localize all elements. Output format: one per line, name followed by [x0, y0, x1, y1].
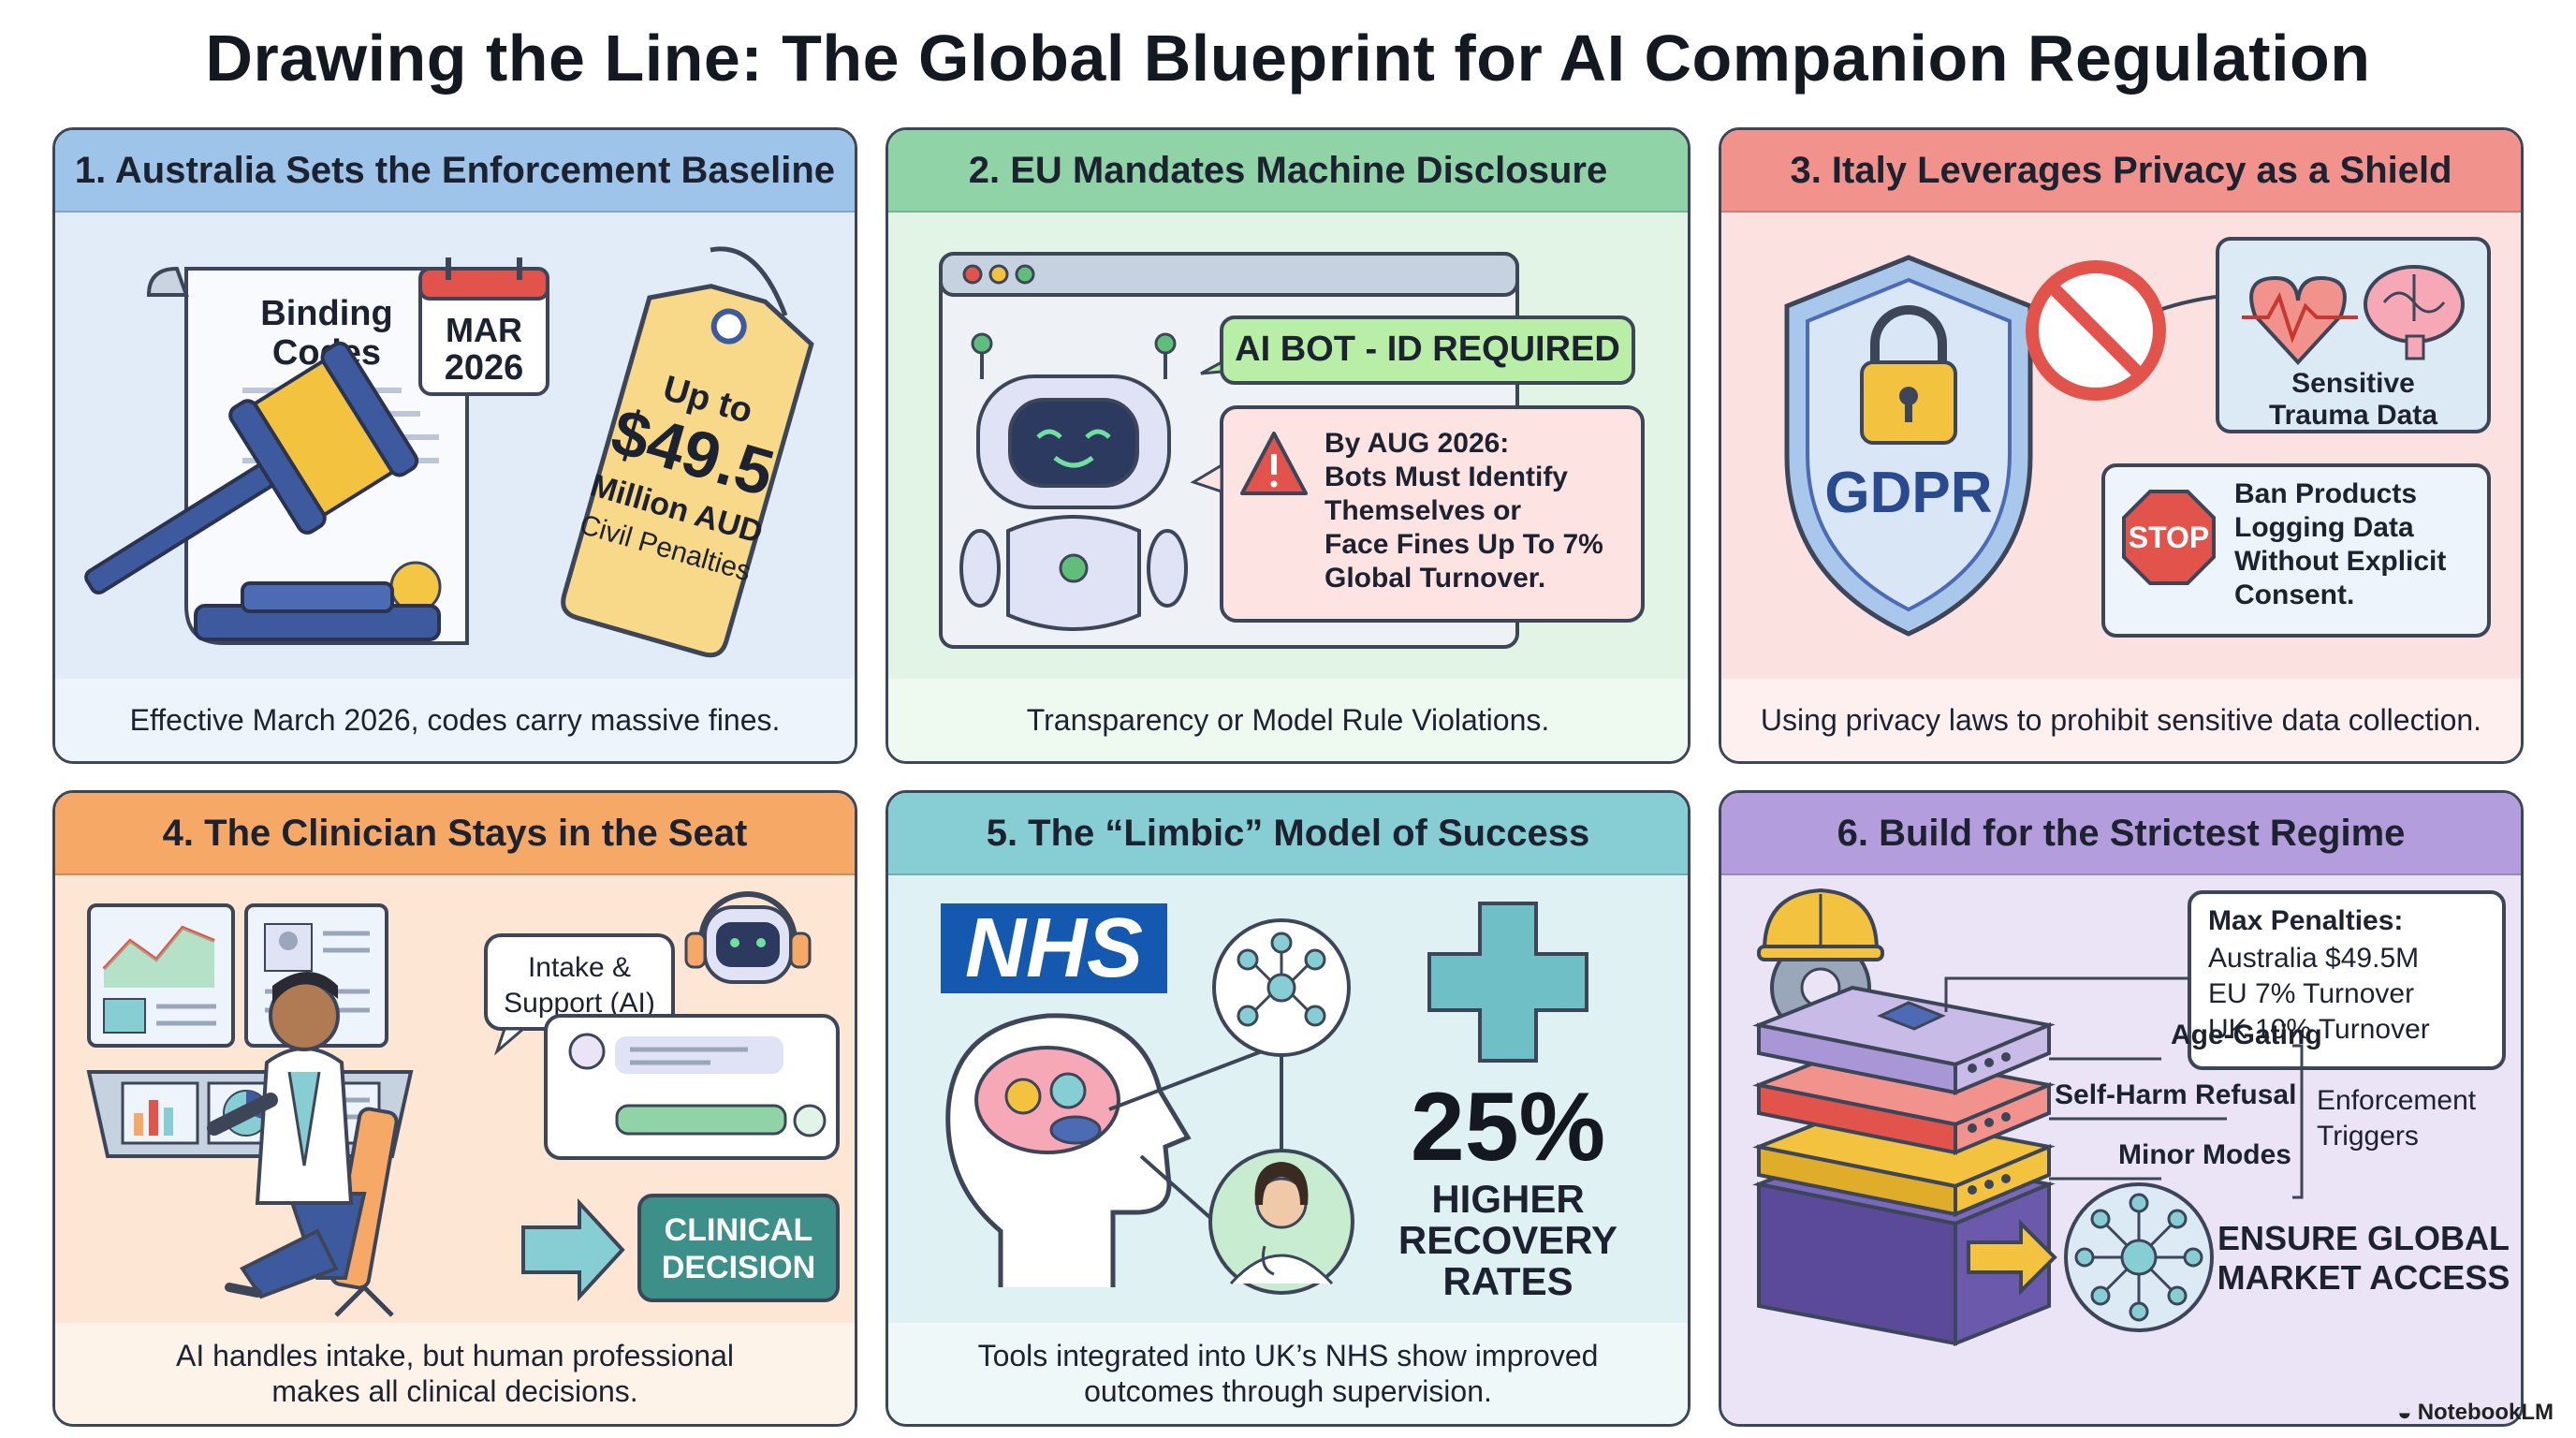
calendar-year: 2026	[445, 348, 524, 388]
panel-australia: 1. Australia Sets the Enforcement Baseli…	[52, 127, 857, 764]
badge-text: AI BOT - ID REQUIRED	[1235, 330, 1620, 369]
nhs-logo-text: NHS	[965, 902, 1143, 995]
doc-label-binding: Binding	[260, 294, 392, 333]
panel-italy: 3. Italy Leverages Privacy as a Shield G…	[1719, 127, 2524, 764]
panel-header: 1. Australia Sets the Enforcement Baseli…	[55, 130, 855, 213]
network-icon	[1212, 918, 1351, 1057]
price-tag-icon: Up to $49.5 Million AUD Civil Penalties	[561, 246, 814, 658]
ban-line-2: Logging Data	[2234, 512, 2414, 543]
intake-bubble: Intake & Support (AI)	[484, 933, 675, 1056]
panel-clinician: 4. The Clinician Stays in the Seat	[52, 790, 857, 1427]
ban-line-3: Without Explicit	[2234, 546, 2446, 577]
brain-icon	[2364, 265, 2465, 360]
stop-sign-icon: STOP	[2122, 490, 2216, 585]
panel-illustration: Max Penalties: Australia $49.5M EU 7% Tu…	[1721, 875, 2521, 1424]
head-brain-icon	[945, 1013, 1192, 1287]
penalty-uk: UK 10% Turnover	[2208, 1014, 2430, 1045]
id-required-badge: AI BOT - ID REQUIRED	[1200, 315, 1635, 385]
panel-illustration: Intake & Support (AI)	[55, 875, 855, 1325]
decision-line-1: CLINICAL	[665, 1212, 813, 1248]
panel-header: 6. Build for the Strictest Regime	[1721, 793, 2521, 875]
stat-value: 25%	[1411, 1073, 1605, 1181]
global-network-icon	[2064, 1182, 2214, 1332]
clinical-decision-box: CLINICAL DECISION	[637, 1194, 840, 1302]
panel-illustration: Binding Codes MAR 2026	[55, 213, 855, 681]
panel-limbic: 5. The “Limbic” Model of Success NHS	[886, 790, 1690, 1427]
medical-cross-icon	[1427, 902, 1588, 1063]
calendar-month: MAR	[446, 311, 522, 349]
panel-caption: Using privacy laws to prohibit sensitive…	[1721, 679, 2521, 761]
panel-strictest-regime: 6. Build for the Strictest Regime	[1719, 790, 2524, 1427]
panel-header: 4. The Clinician Stays in the Seat	[55, 793, 855, 875]
penalty-australia: Australia $49.5M	[2208, 943, 2419, 974]
caption-line-1: AI handles intake, but human professiona…	[176, 1338, 734, 1372]
prohibited-icon	[2026, 260, 2217, 401]
chat-window-icon	[544, 1014, 840, 1160]
penalty-eu: EU 7% Turnover	[2208, 978, 2414, 1009]
bubble-line-1: Intake &	[528, 952, 631, 983]
panel-header: 2. EU Mandates Machine Disclosure	[888, 130, 1688, 213]
arrow-right-icon	[1967, 1219, 2057, 1296]
gavel-icon	[84, 341, 441, 641]
panel-header: 3. Italy Leverages Privacy as a Shield	[1721, 130, 2521, 213]
data-line-2: Trauma Data	[2269, 400, 2437, 431]
arrow-right-icon	[521, 1197, 625, 1302]
panel-header: 5. The “Limbic” Model of Success	[888, 793, 1688, 875]
panel-eu: 2. EU Mandates Machine Disclosure	[886, 127, 1690, 764]
warning-line-5: Global Turnover.	[1325, 563, 1545, 594]
layer-self-harm: Self-Harm Refusal	[2055, 1079, 2296, 1110]
panel-illustration: AI BOT - ID REQUIRED By AUG 2026: Bots M…	[888, 213, 1688, 681]
caption-line-2: outcomes through supervision.	[1084, 1374, 1492, 1408]
shield-icon: GDPR	[1784, 255, 2033, 637]
notebooklm-logo-icon: ◒	[2396, 1398, 2412, 1426]
warning-line-1: By AUG 2026:	[1325, 428, 1509, 459]
layer-minor-modes: Minor Modes	[2118, 1139, 2291, 1170]
panel-caption: Tools integrated into UK’s NHS show impr…	[888, 1323, 1688, 1424]
stop-label: STOP	[2129, 521, 2210, 554]
robot-icon	[959, 332, 1188, 631]
trigger-line-2: Triggers	[2317, 1121, 2419, 1152]
lock-icon	[1860, 305, 1957, 445]
warning-line-4: Face Fines Up To 7%	[1325, 529, 1603, 560]
ban-line-1: Ban Products	[2234, 478, 2417, 509]
panel-caption: Transparency or Model Rule Violations.	[888, 679, 1688, 761]
warning-line-2: Bots Must Identify	[1325, 462, 1568, 492]
shield-label: GDPR	[1824, 461, 1992, 525]
data-line-1: Sensitive	[2291, 368, 2415, 399]
ban-line-4: Consent.	[2234, 580, 2354, 610]
stat-line-3: RATES	[1442, 1259, 1573, 1303]
access-line-2: MARKET ACCESS	[2217, 1258, 2510, 1297]
warning-line-3: Themselves or	[1325, 495, 1521, 526]
decision-line-2: DECISION	[662, 1250, 815, 1285]
panel-illustration: GDPR Sensitive Trauma Data	[1721, 213, 2521, 681]
notebooklm-watermark: ◒ NotebookLM	[2397, 1398, 2554, 1427]
bubble-line-2: Support (AI)	[504, 988, 655, 1019]
page-title: Drawing the Line: The Global Blueprint f…	[205, 22, 2371, 95]
panel-caption: AI handles intake, but human professiona…	[55, 1323, 855, 1424]
caption-line-2: makes all clinical decisions.	[271, 1374, 638, 1408]
warning-bubble: By AUG 2026: Bots Must Identify Themselv…	[1190, 405, 1645, 623]
layered-stack-icon	[1752, 985, 2056, 1346]
headset-robot-icon	[684, 891, 812, 984]
brand-label: NotebookLM	[2417, 1399, 2554, 1425]
ban-card: STOP Ban Products Logging Data Without E…	[2101, 463, 2491, 638]
clinician-person-icon	[207, 972, 399, 1317]
access-line-1: ENSURE GLOBAL	[2217, 1219, 2510, 1257]
caption-line-1: Tools integrated into UK’s NHS show impr…	[977, 1338, 1599, 1372]
trigger-line-1: Enforcement	[2317, 1085, 2477, 1116]
penalties-card: Max Penalties: Australia $49.5M EU 7% Tu…	[2188, 890, 2506, 1070]
panel-illustration: NHS	[888, 875, 1688, 1325]
panel-caption: Effective March 2026, codes carry massiv…	[55, 679, 855, 761]
sensitive-data-card: Sensitive Trauma Data	[2216, 237, 2491, 433]
warning-icon	[1240, 432, 1308, 495]
doctor-icon	[1208, 1149, 1354, 1295]
stat-line-1: HIGHER	[1431, 1177, 1584, 1221]
calendar-icon: MAR 2026	[418, 257, 549, 396]
nhs-logo: NHS	[941, 902, 1167, 995]
stat-line-2: RECOVERY	[1398, 1218, 1617, 1262]
penalties-title: Max Penalties:	[2208, 905, 2403, 936]
